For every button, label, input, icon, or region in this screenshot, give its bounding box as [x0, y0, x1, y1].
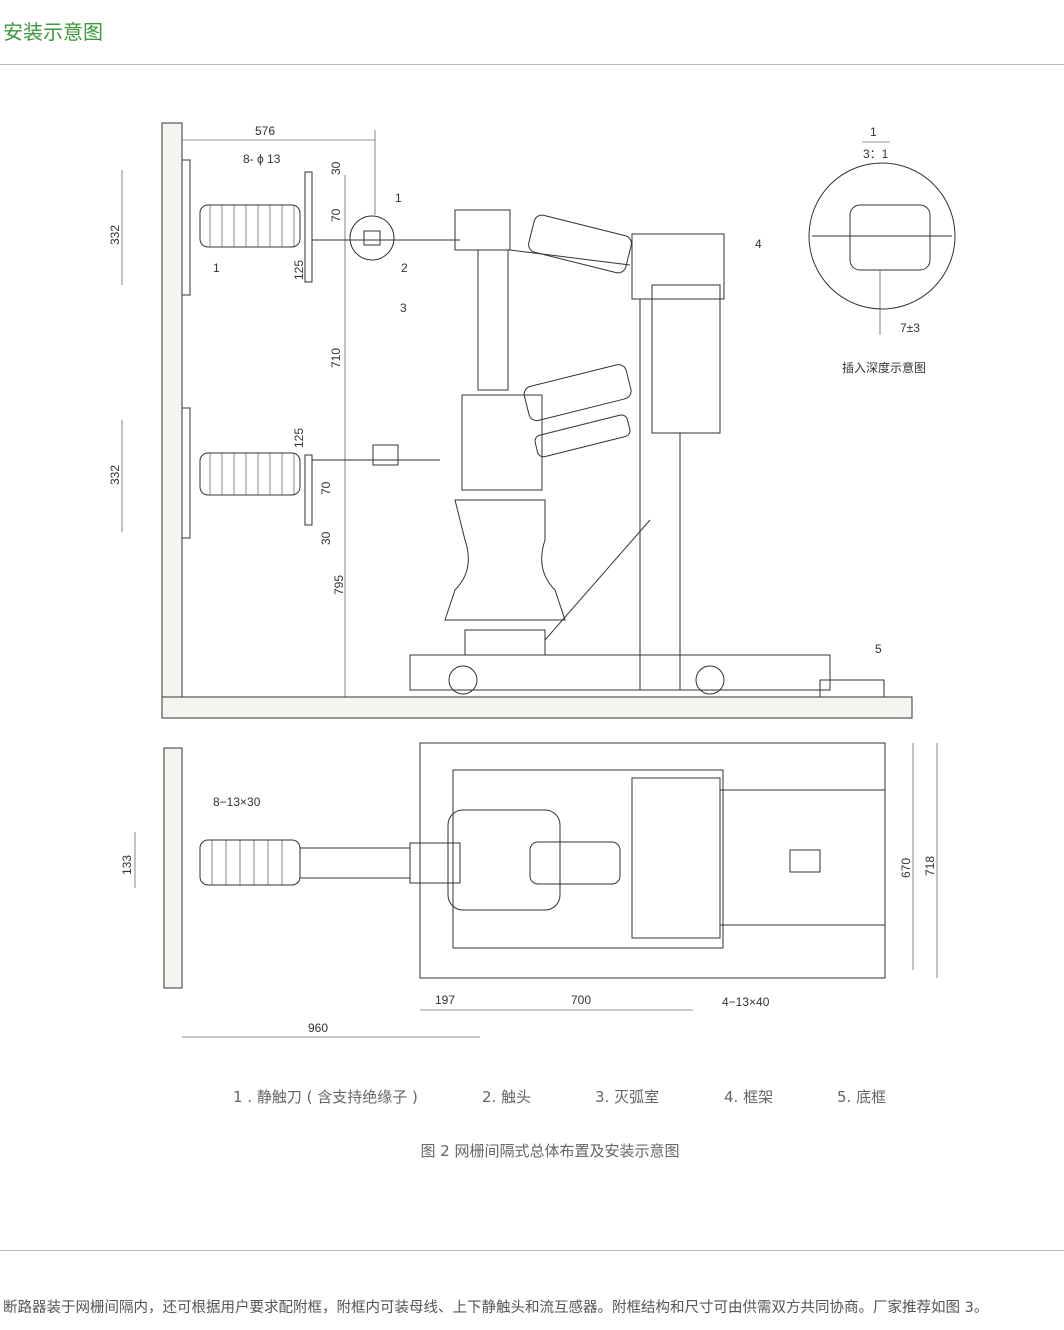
wall [161, 122, 183, 719]
callout-4: 4 [755, 237, 762, 251]
legend-item: 5. 底框 [837, 1088, 887, 1106]
callout-2: 2 [401, 261, 408, 275]
dim-332: 332 [108, 465, 122, 485]
dim-7-pm-3: 7±3 [900, 321, 920, 335]
dim-795: 795 [332, 575, 346, 595]
figure-caption: 图 2 网栅间隔式总体布置及安装示意图 [420, 1142, 680, 1160]
detail-number: 1 [870, 125, 877, 139]
divider-bottom [0, 1250, 1064, 1251]
upper-static-contact [181, 159, 460, 296]
detail-view [808, 141, 956, 335]
callout-5: 5 [875, 642, 882, 656]
legend-item: 4. 框架 [724, 1088, 774, 1106]
legend-item: 2. 触头 [482, 1088, 532, 1106]
dim-710: 710 [329, 348, 343, 368]
plan-view [199, 742, 886, 979]
dim-332: 332 [108, 225, 122, 245]
dim-70: 70 [329, 208, 343, 222]
dim-576: 576 [255, 124, 275, 138]
dim-125: 125 [292, 260, 306, 280]
dim-8-phi-13: 8- ϕ 13 [243, 152, 281, 166]
plan-dimension-lines [134, 743, 938, 1038]
dim-133: 133 [120, 855, 134, 875]
dim-718: 718 [923, 856, 937, 876]
dim-4-13x40: 4−13×40 [722, 995, 770, 1009]
callout-1: 1 [395, 191, 402, 205]
page-title: 安装示意图 [3, 20, 103, 44]
dim-125: 125 [292, 428, 306, 448]
description-paragraph: 断路器装于网栅间隔内，还可根据用户要求配附框，附框内可装母线、上下静触头和流互感… [3, 1300, 989, 1316]
floor [161, 696, 913, 719]
lower-static-contact [181, 407, 440, 539]
dim-700: 700 [571, 993, 591, 1007]
callout-1: 1 [213, 261, 220, 275]
legend-item: 3. 灭弧室 [595, 1088, 660, 1106]
dim-670: 670 [899, 858, 913, 878]
dim-30: 30 [319, 531, 333, 545]
divider-top [0, 64, 1064, 65]
detail-label: 插入深度示意图 [842, 360, 926, 375]
breaker-body [409, 209, 885, 698]
wall-plan [163, 747, 183, 989]
dim-197: 197 [435, 993, 455, 1007]
dim-70: 70 [319, 481, 333, 495]
dim-8-13x30: 8−13×30 [213, 795, 261, 809]
dimension-lines [121, 130, 376, 697]
dim-960: 960 [308, 1021, 328, 1035]
dim-30: 30 [329, 161, 343, 175]
legend-item: 1 . 静触刀 ( 含支持绝缘子 ) [233, 1088, 418, 1106]
callout-3: 3 [400, 301, 407, 315]
detail-scale: 3：1 [863, 147, 889, 161]
